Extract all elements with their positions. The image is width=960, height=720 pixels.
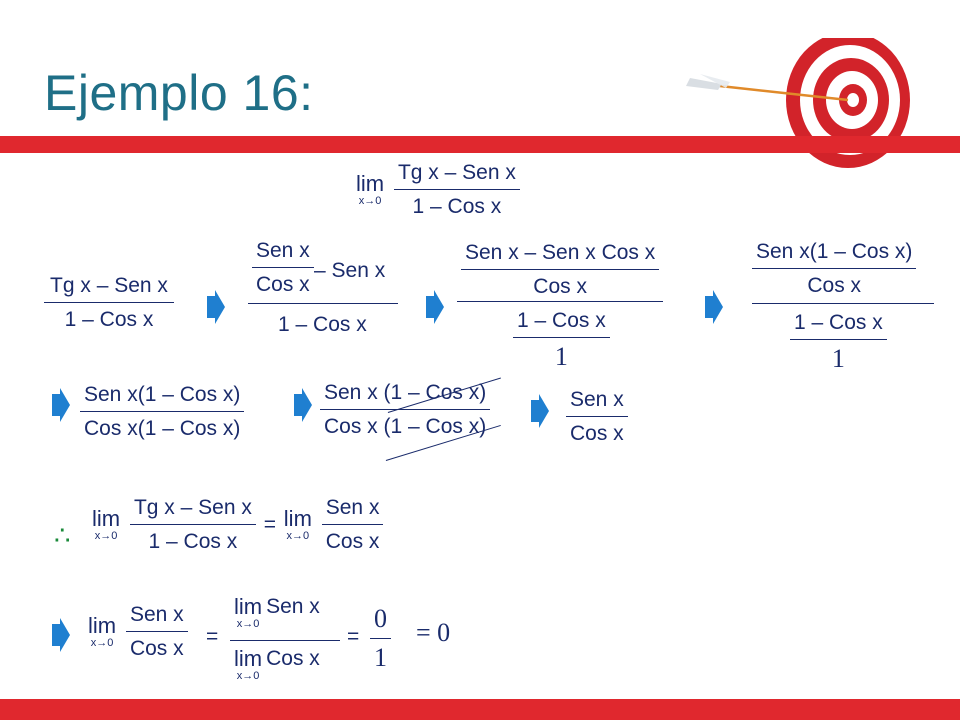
right-arrow-icon [52, 388, 70, 422]
step-2-complex-fraction: Sen x Cos x – Sen x 1 – Cos x [248, 240, 398, 340]
lim-subscript: x→0 [236, 670, 260, 682]
lim-word: lim [234, 594, 263, 619]
denominator: 1 – Cos x [412, 195, 502, 219]
fraction-bar [566, 416, 628, 418]
denominator: 1 [554, 342, 568, 372]
result-zero: = 0 [416, 618, 451, 647]
numerator: Sen x [325, 496, 380, 519]
lim-word: lim [92, 505, 121, 531]
step-6-cancelled-fraction: Sen x (1 – Cos x) Cos x (1 – Cos x) [320, 377, 502, 462]
numerator: Sen x [570, 388, 624, 411]
denominator: Cos x [266, 647, 320, 670]
fraction-bar [125, 631, 188, 633]
numerator: Sen x [256, 239, 310, 262]
fraction-bar [370, 638, 391, 640]
slide-title: Ejemplo 16: [44, 65, 314, 121]
step-7-fraction: Sen x Cos x [566, 389, 628, 444]
right-arrow-icon [294, 388, 312, 422]
fraction-bar [461, 269, 660, 271]
denominator: 1 – Cos x [64, 308, 154, 332]
numerator: Tg x – Sen x [50, 274, 168, 297]
lim-word: lim [88, 612, 117, 638]
right-arrow-icon [207, 290, 225, 324]
limit-operator: lim x→0 [88, 612, 117, 649]
lim-word: lim [356, 170, 385, 196]
denominator: 1 [374, 643, 387, 673]
numerator: Sen x [129, 603, 184, 626]
zero-over-one: 0 1 [370, 606, 391, 671]
lim-word: lim [234, 646, 263, 671]
lim-subscript: x→0 [94, 529, 118, 542]
fraction-bar [513, 337, 610, 339]
fraction-bar [80, 411, 245, 413]
limit-operator: lim x→0 [92, 505, 121, 542]
fraction-bar [321, 524, 384, 526]
step-4-complex-fraction: Sen x(1 – Cos x) Cos x 1 – Cos x 1 [752, 240, 934, 374]
numerator: 1 – Cos x [794, 311, 883, 334]
lim-word: lim [283, 505, 312, 531]
lim-subscript: x→0 [90, 636, 114, 649]
fraction-bar [320, 409, 491, 411]
numerator: Sen x – Sen x Cos x [465, 241, 656, 264]
right-arrow-icon [426, 290, 444, 324]
denominator: Cos x [570, 422, 624, 446]
equals-sign: = [347, 625, 360, 648]
limit-quotient: lim x→0 Sen x lim x→0 Cos x [230, 596, 340, 688]
lim-subscript: x→0 [358, 194, 382, 207]
bottom-red-band [0, 699, 960, 720]
main-fraction-bar [457, 301, 663, 303]
fraction-bar [393, 189, 520, 191]
numerator: Sen x(1 – Cos x) [84, 383, 241, 406]
numerator: 1 – Cos x [517, 309, 606, 332]
numerator: Tg x – Sen x [133, 496, 252, 519]
problem-limit: lim x→0 Tg x – Sen x 1 – Cos x [356, 162, 520, 217]
denominator: 1 – Cos x [148, 530, 238, 554]
fraction-bar [230, 640, 340, 642]
denominator: Cos x [256, 273, 310, 297]
limit-operator: lim x→0 [283, 505, 312, 542]
denominator: Cos x [129, 637, 184, 661]
numerator: 0 [374, 604, 387, 633]
conclusion-equation: lim x→0 Tg x – Sen x 1 – Cos x = lim x→0… [92, 496, 384, 554]
fraction-bar [752, 268, 917, 270]
numerator: Sen x(1 – Cos x) [756, 240, 913, 263]
denominator: Cos x [807, 274, 862, 298]
denominator: 1 [831, 344, 845, 374]
limit-operator: lim x→0 [234, 648, 262, 682]
fraction-bar [252, 267, 314, 269]
final-evaluation: lim x→0 Sen x Cos x [88, 604, 188, 659]
equals-sign: = [263, 513, 276, 537]
limit-operator: lim x→0 [356, 170, 385, 207]
target-icon [686, 38, 910, 168]
equals-sign: = [206, 625, 219, 648]
denominator: Cos x [325, 530, 380, 554]
numerator: Sen x (1 – Cos x) [324, 381, 487, 404]
fraction-bar [44, 302, 174, 304]
main-fraction-bar [248, 303, 398, 305]
fraction-bar [129, 524, 256, 526]
step-5-fraction: Sen x(1 – Cos x) Cos x(1 – Cos x) [80, 383, 245, 441]
numerator: Sen x [266, 595, 320, 618]
fraction: Tg x – Sen x 1 – Cos x [393, 161, 520, 219]
lim-subscript: x→0 [236, 618, 260, 630]
denominator: 1 – Cos x [278, 313, 367, 336]
therefore-symbol: ∴ [54, 520, 71, 550]
numerator: Tg x – Sen x [397, 161, 516, 184]
top-red-band [0, 136, 960, 153]
step-3-complex-fraction: Sen x – Sen x Cos x Cos x 1 – Cos x 1 [457, 241, 663, 372]
limit-operator: lim x→0 [234, 596, 262, 630]
right-arrow-icon [705, 290, 723, 324]
right-arrow-icon [531, 394, 549, 428]
denominator: Cos x(1 – Cos x) [84, 417, 241, 441]
main-fraction-bar [752, 303, 934, 305]
step-1-fraction: Tg x – Sen x 1 – Cos x [44, 275, 174, 330]
denominator: Cos x [533, 275, 587, 299]
lim-subscript: x→0 [286, 529, 310, 542]
right-arrow-icon [52, 618, 70, 652]
denominator: Cos x (1 – Cos x) [324, 415, 487, 439]
fraction-bar [790, 339, 887, 341]
minus-sen-x: – Sen x [314, 259, 386, 282]
